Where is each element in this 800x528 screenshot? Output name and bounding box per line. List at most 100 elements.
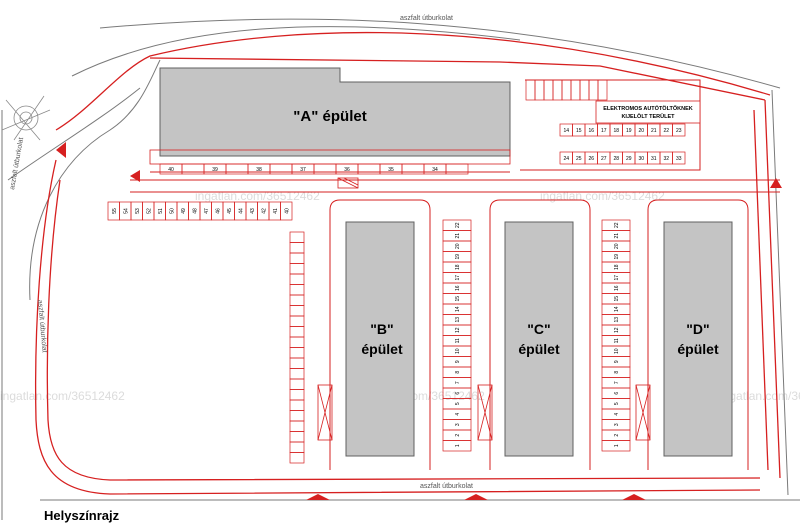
road-label-bottom: aszfalt útburkolat	[420, 483, 473, 490]
parking-stall-number: 14	[455, 306, 461, 312]
parking-stall-number: 4	[455, 413, 461, 416]
parking-stall-number: 55	[112, 208, 118, 214]
parking-stall-number: 3	[455, 423, 461, 426]
parking-stall	[534, 79, 545, 101]
parking-stall-number: 4	[614, 413, 620, 416]
parking-stall-number: 16	[614, 285, 620, 291]
building-b-label-line2: épület	[361, 341, 403, 357]
parking-stall-number: 8	[455, 371, 461, 374]
parking-stall	[289, 326, 305, 338]
parking-stall-number: 10	[614, 348, 620, 354]
parking-stall-number: 3	[614, 423, 620, 426]
parking-stall-number: 24	[563, 156, 569, 162]
parking-stall	[561, 79, 572, 101]
entrance-arrow-icon	[130, 170, 140, 182]
parking-stall-number: 34	[432, 167, 438, 173]
parking-stall-number: 15	[614, 296, 620, 302]
parking-stall-number: 19	[626, 128, 632, 134]
road-label-top: aszfalt útburkolat	[400, 15, 453, 22]
parking-stall-number: 10	[455, 348, 461, 354]
building-c-label-line2: épület	[518, 341, 560, 357]
parking-stall	[289, 284, 305, 296]
parking-stall	[289, 410, 305, 422]
parking-stall-number: 14	[614, 306, 620, 312]
parking-stall-number: 19	[614, 254, 620, 260]
parking-stall-number: 35	[388, 167, 394, 173]
parking-stall	[289, 347, 305, 359]
parking-stall-number: 12	[455, 327, 461, 333]
parking-stall-number: 53	[135, 208, 141, 214]
parking-stall-number: 51	[158, 208, 164, 214]
internal-roads	[130, 171, 780, 470]
parking-stall-number: 15	[576, 128, 582, 134]
parking-stall-number: 16	[588, 128, 594, 134]
parking-stall	[289, 368, 305, 380]
parking-stall-number: 22	[614, 222, 620, 228]
parking-stall-number: 32	[663, 156, 669, 162]
parking-stall-number: 5	[614, 402, 620, 405]
parking-stall-number: 14	[563, 128, 569, 134]
parking-stall-number: 40	[168, 167, 174, 173]
parking-stall-number: 9	[614, 360, 620, 363]
parking-stall-number: 20	[638, 128, 644, 134]
parking-stall-number: 52	[146, 208, 152, 214]
left-junction-sketch	[1, 95, 51, 141]
entrance-arrow-icon	[464, 494, 488, 500]
parking-stall-number: 5	[455, 402, 461, 405]
parking-stall-number: 21	[614, 233, 620, 239]
parking-stall-number: 39	[212, 167, 218, 173]
parking-stall-number: 47	[204, 208, 210, 214]
ev-area-label-line1: ELEKTROMOS AUTÓTÖLTŐKNEK	[603, 104, 693, 112]
parking-stall-number: 28	[613, 156, 619, 162]
parking-stall	[289, 231, 305, 243]
parking-stall	[289, 357, 305, 369]
parking-stall-number: 21	[651, 128, 657, 134]
parking-stall-number: 2	[614, 434, 620, 437]
parking-stall-number: 46	[215, 208, 221, 214]
parking-stall-number: 37	[300, 167, 306, 173]
parking-stall	[289, 263, 305, 275]
parking-stall	[579, 79, 590, 101]
parking-stall-number: 50	[169, 208, 175, 214]
building-b: "B" épület	[345, 221, 415, 457]
parking-stall-number: 30	[638, 156, 644, 162]
parking-stall-number: 25	[576, 156, 582, 162]
building-b-label-line1: "B"	[370, 321, 393, 337]
parking-stall	[445, 163, 469, 175]
parking-column-b-left	[289, 231, 305, 464]
parking-stall-number: 9	[455, 360, 461, 363]
parking-stall-number: 17	[601, 128, 607, 134]
parking-stall-number: 54	[123, 208, 129, 214]
parking-stall	[525, 79, 536, 101]
parking-stall-number: 8	[614, 371, 620, 374]
parking-stall-number: 27	[601, 156, 607, 162]
parking-stall-number: 29	[626, 156, 632, 162]
parking-stall	[289, 399, 305, 411]
parking-stall	[543, 79, 554, 101]
parking-stall-number: 18	[614, 264, 620, 270]
building-d-label-line2: épület	[677, 341, 719, 357]
entrance-markers	[56, 142, 782, 500]
parking-stall-number: 23	[676, 128, 682, 134]
entrance-arrow-icon	[306, 494, 330, 500]
road-label-left-lower: aszfalt útburkolat	[36, 300, 48, 353]
parking-stall	[289, 252, 305, 264]
parking-stall-number: 7	[455, 381, 461, 384]
perimeter-road	[34, 31, 781, 495]
parking-stall-number: 20	[614, 243, 620, 249]
parking-stall-number: 16	[455, 285, 461, 291]
parking-stall	[289, 378, 305, 390]
site-boundary	[1, 18, 800, 520]
parking-stall	[588, 79, 599, 101]
parking-stall-number: 36	[344, 167, 350, 173]
parking-stall	[280, 201, 293, 221]
watermark-text: ingatlan.com/36512462	[720, 389, 800, 403]
entrance-arrow-icon	[622, 494, 646, 500]
parking-stall-number: 11	[455, 338, 461, 343]
building-a-label: "A" épület	[293, 108, 366, 125]
parking-stall-number: 6	[455, 392, 461, 395]
parking-stall	[597, 79, 608, 101]
